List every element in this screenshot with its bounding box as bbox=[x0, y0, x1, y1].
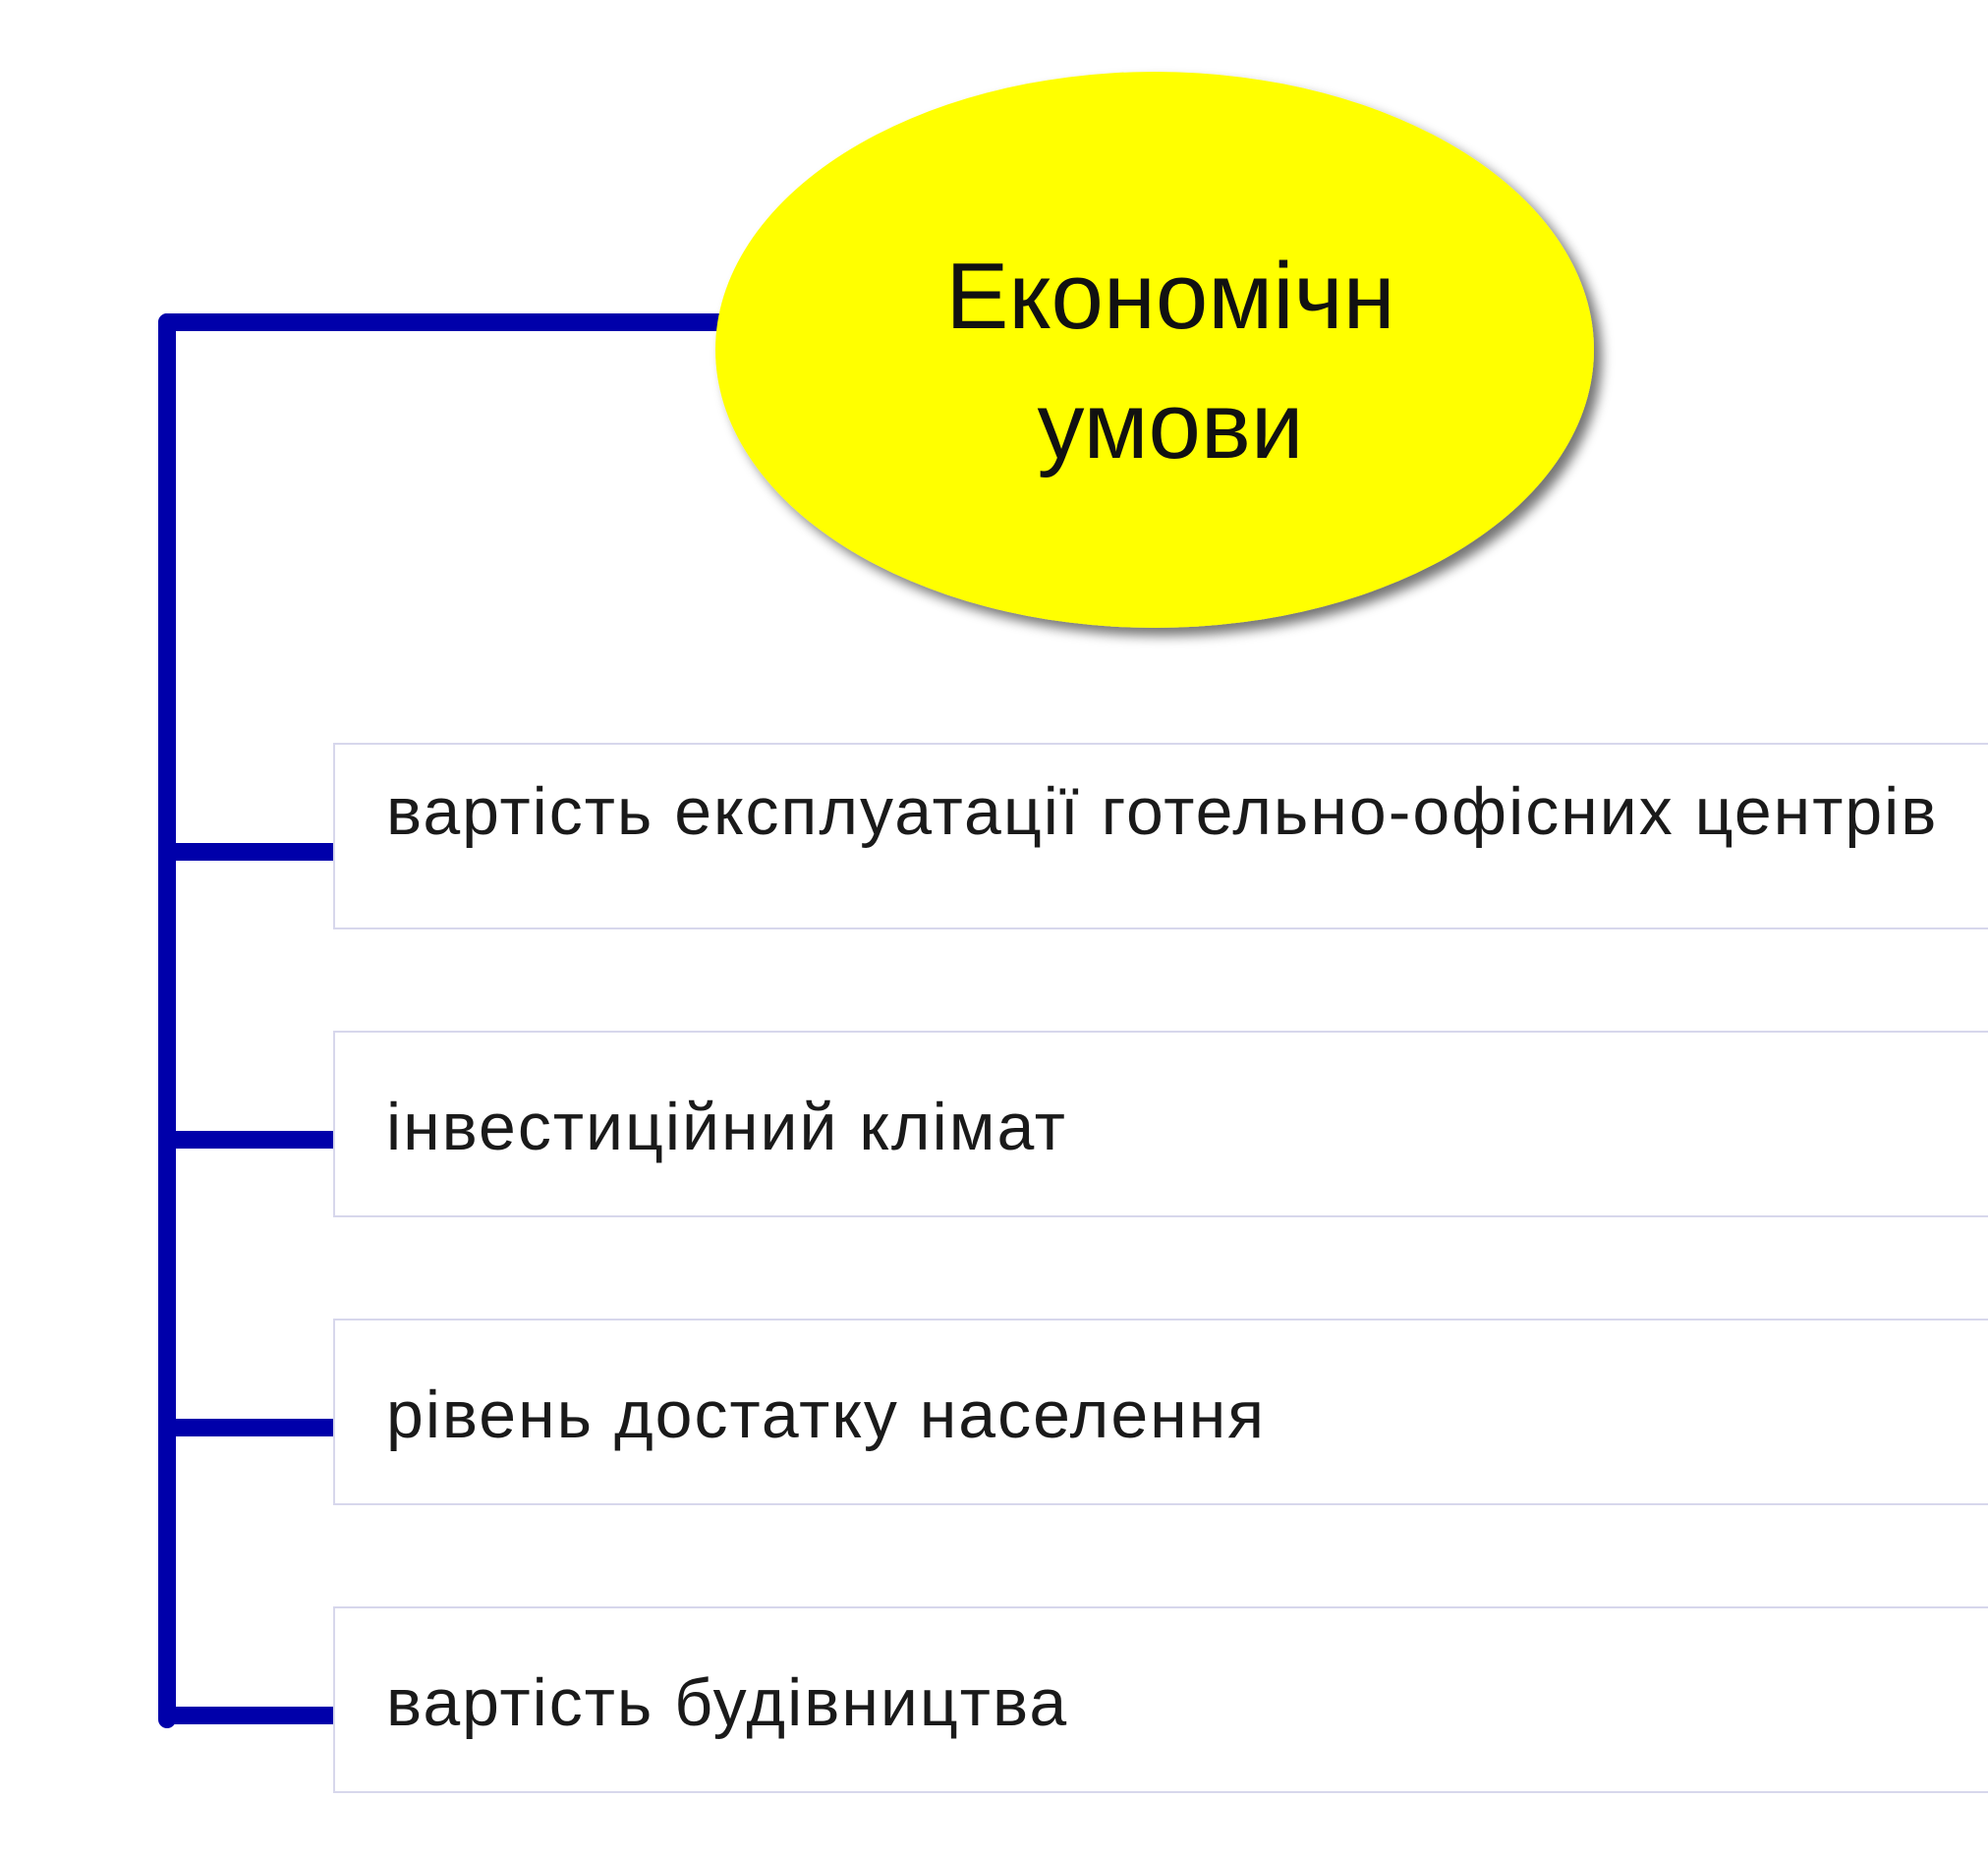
title-line-2: умови bbox=[1037, 373, 1304, 478]
title-ellipse bbox=[715, 72, 1594, 628]
item-box: рівень достатку населення bbox=[333, 1319, 1988, 1505]
item-box: вартість експлуатації готельно-офісних ц… bbox=[333, 743, 1988, 929]
item-label: інвестиційний клімат bbox=[386, 1090, 1067, 1164]
item-label: вартість експлуатації готельно-офісних ц… bbox=[386, 774, 1939, 849]
title-label: Економічн умови bbox=[713, 232, 1627, 491]
item-label: вартість будівництва bbox=[386, 1665, 1069, 1740]
item-label: рівень достатку населення bbox=[386, 1377, 1267, 1452]
title-line-1: Економічн bbox=[945, 244, 1395, 349]
item-box: інвестиційний клімат bbox=[333, 1031, 1988, 1217]
connector-tree bbox=[158, 313, 756, 1728]
item-box: вартість будівництва bbox=[333, 1606, 1988, 1793]
